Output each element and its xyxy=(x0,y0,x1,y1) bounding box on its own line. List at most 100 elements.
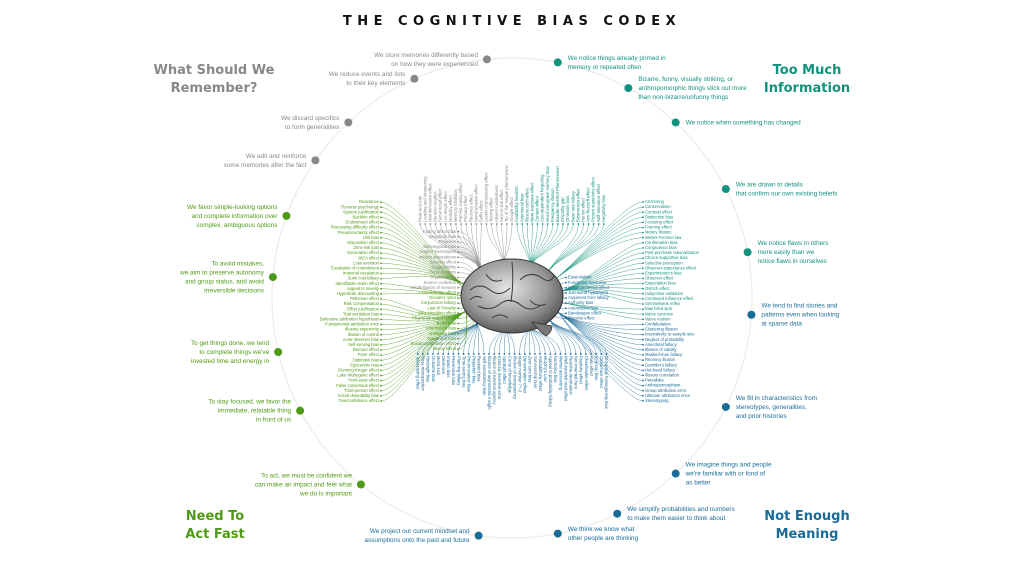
leaf-dot xyxy=(457,230,459,233)
leaf-dot xyxy=(579,353,582,355)
bias-label: Magic number 7+-2 xyxy=(518,356,523,393)
leaf-dot xyxy=(528,353,531,355)
bias-label: Social desirability bias xyxy=(338,393,379,398)
bias-label: Implicit associations xyxy=(419,254,456,259)
subcategory-label: and prior histories xyxy=(736,413,787,420)
leaf-dot xyxy=(380,344,382,346)
branch-line xyxy=(499,331,505,355)
leaf-dot xyxy=(380,206,382,209)
bias-label: Dunning-Kruger effect xyxy=(338,368,380,373)
leaf-dot xyxy=(498,353,501,355)
bias-label: Projection bias xyxy=(472,356,477,383)
bias-label: Outcome bias xyxy=(431,356,436,382)
bias-label: Hot-hand fallacy xyxy=(645,367,676,372)
leaf-dot xyxy=(513,353,516,355)
bias-label: In-group bias xyxy=(594,356,599,380)
bias-label: Anecdotal fallacy xyxy=(645,342,678,347)
leaf-dot xyxy=(565,292,567,294)
subcategory-label: anthropomorphic things stick out more xyxy=(638,85,747,92)
leaf-dot xyxy=(562,223,564,225)
bias-label: Post-purchase rationalization xyxy=(645,250,700,255)
leaf-dot xyxy=(457,317,459,320)
leaf-dot xyxy=(602,223,605,225)
leaf-dot xyxy=(472,353,475,355)
subcategory-dot xyxy=(613,509,622,518)
subcategory-label: than non-bizarre/unfunny things xyxy=(638,94,728,101)
bias-label: Not invented here xyxy=(574,356,579,390)
leaf-dot xyxy=(642,328,644,331)
bias-label: Expectation bias xyxy=(645,281,676,286)
bias-label: Recency illusion xyxy=(645,357,676,362)
branch-line xyxy=(457,236,479,275)
leaf-dot xyxy=(642,379,644,382)
bias-label: Barnum effect xyxy=(353,347,380,352)
leaf-dot xyxy=(380,231,382,234)
bias-label: Illusion of validity xyxy=(645,347,678,352)
leaf-dot xyxy=(495,223,498,225)
bias-label: Out-group homogeneity bias xyxy=(604,356,609,409)
subcategory-dot xyxy=(474,531,483,540)
leaf-dot xyxy=(457,276,459,279)
branch-line xyxy=(546,223,605,275)
leaf-dot xyxy=(380,303,382,305)
leaf-dot xyxy=(642,354,644,356)
bias-label: Clustering illusion xyxy=(645,327,678,332)
bias-label: Curse of knowledge xyxy=(507,356,512,394)
leaf-dot xyxy=(642,313,644,316)
bias-label: Identifiable victim effect xyxy=(336,281,380,286)
diagram-title-wrap: THE COGNITIVE BIAS CODEX xyxy=(0,12,1024,30)
bias-label: Neglect of probability xyxy=(645,337,685,342)
leaf-dot xyxy=(380,379,382,382)
bias-label: Picture superiority effect xyxy=(591,176,596,222)
leaf-dot xyxy=(642,394,644,397)
leaf-dot xyxy=(549,353,552,355)
subcategory-label: to their key elements xyxy=(346,80,405,87)
subcategory-dot xyxy=(268,273,277,282)
leaf-dot xyxy=(642,364,644,367)
leaf-dot xyxy=(380,242,382,244)
bias-label: Processing difficulty effect xyxy=(331,225,380,230)
subcategory-label: memory or repeated often xyxy=(568,64,642,71)
bias-label: Self-serving bias xyxy=(348,342,379,347)
bias-label: Mental accounting xyxy=(558,356,563,391)
leaf-dot xyxy=(559,353,562,355)
subcategory-label: we do is important xyxy=(299,491,352,498)
bias-label: Authority bias xyxy=(568,300,593,305)
subcategory-label: We edit and reinforce xyxy=(246,153,307,160)
bias-label: Confirmation bias xyxy=(645,240,678,245)
branch-line xyxy=(503,331,506,355)
subcategory-label: complex, ambiguous options xyxy=(196,222,277,229)
branch-line xyxy=(503,223,513,265)
bias-label: Overconfidence effect xyxy=(338,398,379,403)
bias-label: Optimism bias xyxy=(352,357,379,362)
leaf-dot xyxy=(457,286,459,289)
bias-label: Duration neglect xyxy=(433,191,438,222)
subcategory-dot xyxy=(344,118,353,127)
bias-label: Law of Triviality xyxy=(427,305,457,310)
subcategory-label: irreversible decisions xyxy=(204,288,264,295)
leaf-dot xyxy=(380,267,382,270)
leaf-dot xyxy=(642,211,644,214)
leaf-dot xyxy=(642,333,644,336)
bias-label: Peltzman effect xyxy=(350,296,380,301)
bias-label: Next-in-line effect xyxy=(499,189,504,222)
subcategory-label: and complete information over xyxy=(192,213,279,220)
leaf-dot xyxy=(434,223,437,225)
bias-label: Gambler's fallacy xyxy=(645,362,678,367)
subcategory-label: invested time and energy in xyxy=(191,358,270,365)
bias-label: Pessimism bias xyxy=(451,356,456,385)
bias-label: Focusing effect xyxy=(645,220,674,225)
bias-label: Effort justification xyxy=(347,306,379,311)
leaf-dot xyxy=(600,353,603,355)
leaf-dot xyxy=(642,287,644,290)
leaf-dot xyxy=(534,353,536,355)
subcategory-label: To avoid mistakes, xyxy=(211,261,264,268)
bias-label: Survivorship bias xyxy=(533,356,538,388)
bias-label: Telescoping effect xyxy=(416,356,421,390)
leaf-dot xyxy=(485,223,488,225)
leaf-dot xyxy=(380,318,382,321)
leaf-dot xyxy=(457,312,459,315)
bias-label: Humor effect xyxy=(581,197,586,222)
leaf-dot xyxy=(462,353,465,355)
bias-label: Illusion of external agency xyxy=(492,356,497,405)
